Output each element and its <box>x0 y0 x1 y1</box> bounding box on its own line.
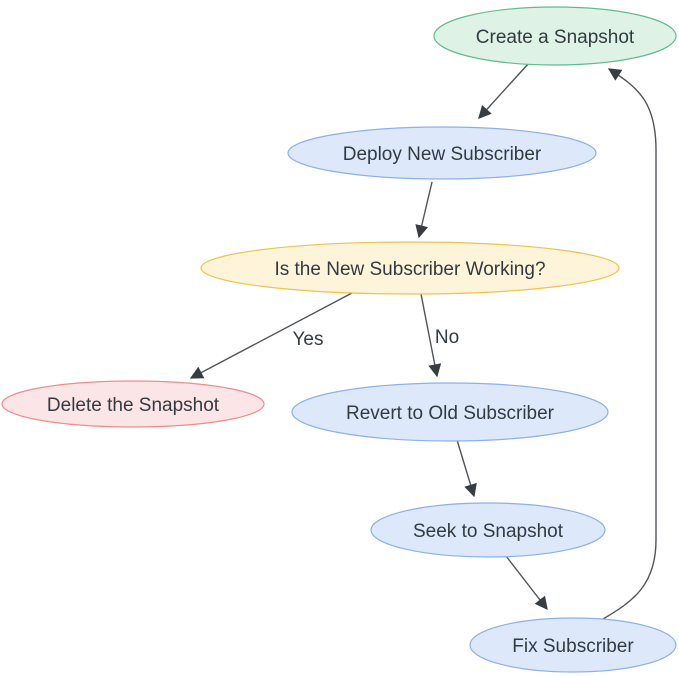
node-is-new-subscriber-working-shape <box>200 241 620 295</box>
node-seek-to-snapshot: Seek to Snapshot <box>370 502 606 558</box>
node-deploy-new-subscriber: Deploy New Subscriber <box>287 126 597 180</box>
node-deploy-new-subscriber-label: Deploy New Subscriber <box>343 144 542 165</box>
edge-create-to-deploy <box>478 62 530 119</box>
edge-revert-to-seek <box>456 439 477 498</box>
node-is-new-subscriber-working: Is the New Subscriber Working? <box>200 241 620 295</box>
node-create-snapshot-label: Create a Snapshot <box>476 27 635 48</box>
node-fix-subscriber: Fix Subscriber <box>469 617 677 673</box>
node-fix-subscriber-shape <box>469 617 677 673</box>
node-is-new-subscriber-working-label: Is the New Subscriber Working? <box>274 259 545 280</box>
node-revert-to-old-subscriber-label: Revert to Old Subscriber <box>346 403 555 424</box>
node-seek-to-snapshot-shape <box>370 502 606 558</box>
edge-label-no: No <box>435 327 459 348</box>
edge-label-yes: Yes <box>293 329 324 350</box>
node-fix-subscriber-label: Fix Subscriber <box>512 636 634 657</box>
node-create-snapshot: Create a Snapshot <box>433 6 677 66</box>
edge-working-to-revert-no <box>420 293 442 378</box>
edges-layer: Yes No <box>189 62 657 620</box>
edge-deploy-to-working <box>415 181 433 239</box>
edge-working-to-delete-yes <box>189 292 353 379</box>
edge-fix-to-create-return <box>602 68 657 620</box>
node-delete-the-snapshot-label: Delete the Snapshot <box>47 395 220 416</box>
node-revert-to-old-subscriber-shape <box>291 382 609 442</box>
node-seek-to-snapshot-label: Seek to Snapshot <box>413 521 564 542</box>
node-create-snapshot-shape <box>433 6 677 66</box>
node-delete-the-snapshot: Delete the Snapshot <box>1 380 265 428</box>
node-deploy-new-subscriber-shape <box>287 126 597 180</box>
edge-seek-to-fix <box>505 555 548 611</box>
node-delete-the-snapshot-shape <box>1 380 265 428</box>
node-revert-to-old-subscriber: Revert to Old Subscriber <box>291 382 609 442</box>
